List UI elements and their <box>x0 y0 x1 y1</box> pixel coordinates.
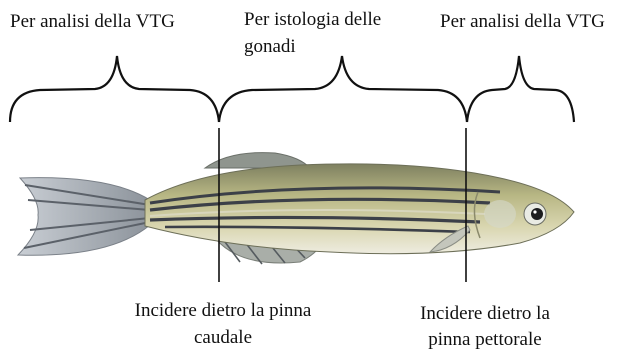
brace-left <box>10 56 219 122</box>
brace-right <box>467 56 574 122</box>
label-cut-caudal-line1: Incidere dietro la pinna <box>118 300 328 322</box>
brace-middle <box>219 56 467 122</box>
label-cut-pectoral-line1: Incidere dietro la <box>400 303 570 325</box>
label-cut-caudal-line2: caudale <box>118 327 328 349</box>
zebrafish-image <box>18 153 574 264</box>
label-cut-pectoral-line2: pinna pettorale <box>400 329 570 351</box>
caudal-fin <box>18 178 150 256</box>
